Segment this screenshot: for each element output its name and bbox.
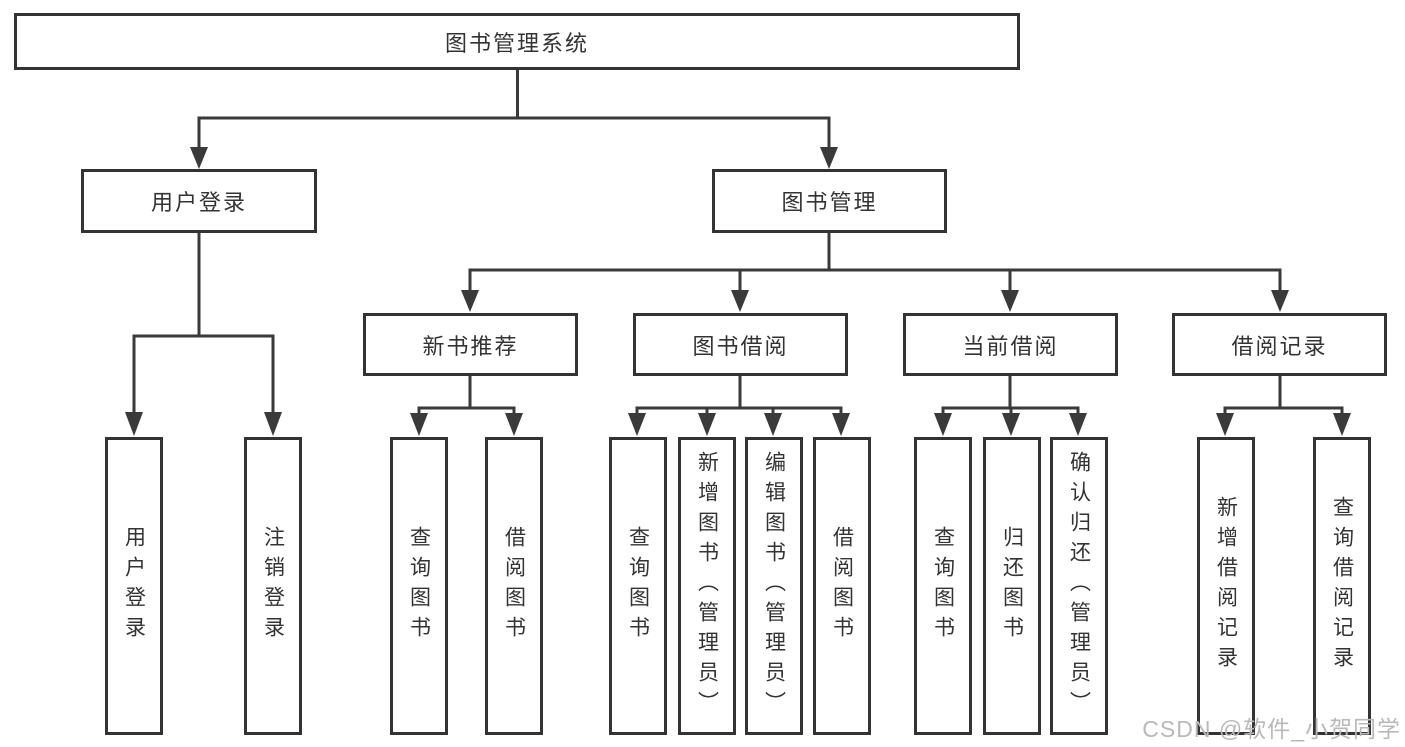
leaf-label: 归还图书 (1000, 526, 1024, 646)
leaf-borrow-books: 借阅图书 (813, 437, 871, 735)
leaf-add-book-admin: 新增图书（管理员） (678, 437, 736, 735)
leaf-label: 查询图书 (931, 526, 955, 646)
leaf-query-books-borrow: 查询图书 (609, 437, 667, 735)
leaf-label: 注销登录 (261, 526, 285, 646)
leaf-query-borrow-record: 查询借阅记录 (1313, 437, 1371, 735)
leaf-confirm-return-admin: 确认归还（管理员） (1050, 437, 1108, 735)
leaf-label: 查询图书 (407, 526, 431, 646)
leaf-label: 用户登录 (122, 526, 146, 646)
node-current-borrow: 当前借阅 (903, 313, 1118, 376)
node-library-management-system: 图书管理系统 (14, 13, 1020, 70)
leaf-add-borrow-record: 新增借阅记录 (1197, 437, 1255, 735)
leaf-label: 借阅图书 (830, 526, 854, 646)
leaf-label: 编辑图书（管理员） (762, 451, 786, 721)
node-book-management: 图书管理 (712, 169, 947, 233)
node-book-borrow: 图书借阅 (633, 313, 848, 376)
leaf-query-books-recommend: 查询图书 (390, 437, 448, 735)
leaf-edit-book-admin: 编辑图书（管理员） (745, 437, 803, 735)
node-new-book-recommend: 新书推荐 (363, 313, 578, 376)
leaf-label: 查询借阅记录 (1330, 496, 1354, 676)
node-user-login: 用户登录 (81, 169, 317, 233)
leaf-user-login: 用户登录 (105, 437, 163, 735)
node-borrow-records: 借阅记录 (1172, 313, 1387, 376)
leaf-borrow-books-recommend: 借阅图书 (485, 437, 543, 735)
leaf-logout: 注销登录 (244, 437, 302, 735)
leaf-query-books-current: 查询图书 (914, 437, 972, 735)
leaf-return-books: 归还图书 (983, 437, 1041, 735)
csdn-watermark: CSDN @软件_小贺同学 (1142, 716, 1401, 742)
leaf-label: 新增借阅记录 (1214, 496, 1238, 676)
leaf-label: 新增图书（管理员） (695, 451, 719, 721)
leaf-label: 查询图书 (626, 526, 650, 646)
leaf-label: 借阅图书 (502, 526, 526, 646)
leaf-label: 确认归还（管理员） (1067, 451, 1091, 721)
